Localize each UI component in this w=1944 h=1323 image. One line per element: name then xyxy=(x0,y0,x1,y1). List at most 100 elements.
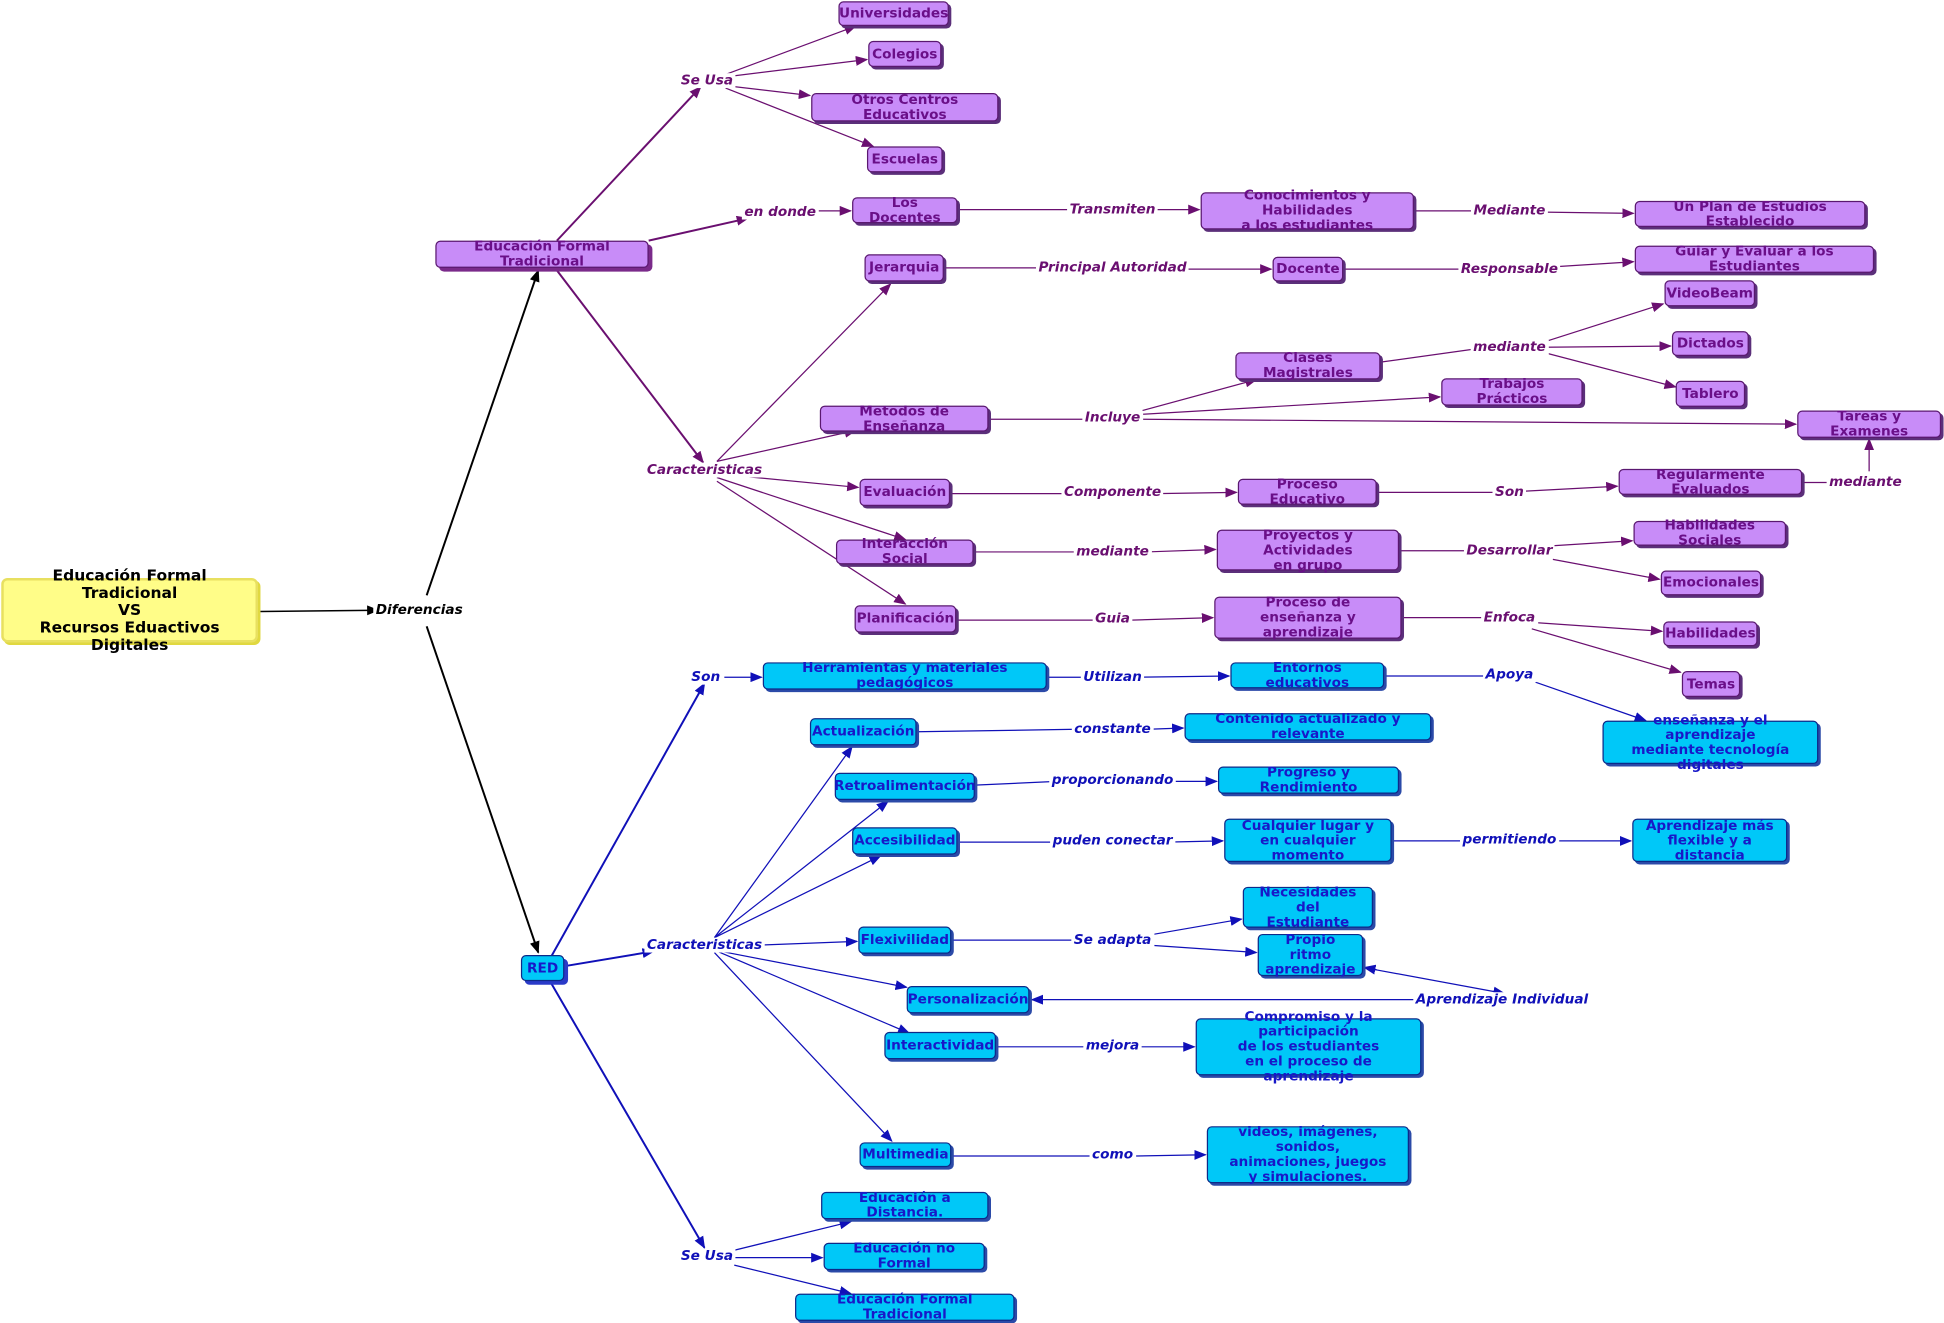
link-diferencias[interactable]: Diferencias xyxy=(373,602,466,618)
link-son-red[interactable]: Son xyxy=(688,669,723,685)
node-accesibilidad[interactable]: Accesibilidad xyxy=(852,827,958,855)
node-plan-estudios[interactable]: Un Plan de Estudios Establecido xyxy=(1634,198,1866,228)
node-flexibilidad[interactable]: Flexivilidad xyxy=(858,926,952,954)
link-desarrollar[interactable]: Desarrollar xyxy=(1463,543,1555,559)
node-multimedia[interactable]: Multimedia xyxy=(859,1142,952,1168)
link-incluye[interactable]: Incluye xyxy=(1082,410,1143,426)
node-entornos[interactable]: Entornos educativos xyxy=(1230,660,1385,690)
link-constante[interactable]: constante xyxy=(1071,721,1154,737)
node-clases-magistrales[interactable]: Clases Magistrales xyxy=(1235,350,1381,380)
node-habilidades-sociales[interactable]: Habilidades Sociales xyxy=(1633,518,1787,548)
link-mediante-proyectos[interactable]: mediante xyxy=(1073,544,1152,560)
connector-line xyxy=(1136,1149,1207,1160)
connector-line xyxy=(556,269,705,464)
node-evaluacion[interactable]: Evaluación xyxy=(859,478,951,507)
node-proceso-ensenanza[interactable]: Proceso de enseñanza y aprendizaje xyxy=(1214,595,1402,639)
node-docente[interactable]: Docente xyxy=(1272,256,1344,282)
link-transmiten[interactable]: Transmiten xyxy=(1067,202,1159,218)
connector-line xyxy=(716,427,858,462)
link-permitiendo[interactable]: permitiendo xyxy=(1459,832,1559,848)
link-se-usa-red[interactable]: Se Usa xyxy=(678,1248,736,1264)
link-mediante-plan[interactable]: Mediante xyxy=(1470,203,1548,219)
link-guia[interactable]: Guia xyxy=(1092,611,1133,627)
link-componente[interactable]: Componente xyxy=(1061,484,1164,500)
link-apoya[interactable]: Apoya xyxy=(1483,667,1536,683)
node-tareas-examenes[interactable]: Tareas y Examenes xyxy=(1797,409,1942,438)
node-necesidades[interactable]: Necesidades del Estudiante xyxy=(1242,884,1374,929)
connector-line xyxy=(1362,966,1506,997)
node-videobeam[interactable]: VideoBeam xyxy=(1664,280,1756,307)
node-colegios[interactable]: Colegios xyxy=(868,40,942,67)
connector-line xyxy=(549,981,706,1249)
node-ensenanza-digital[interactable]: enseñanza y el aprendizaje mediante tecn… xyxy=(1602,712,1819,771)
node-red[interactable]: RED xyxy=(520,955,565,982)
node-habilidades[interactable]: Habilidades xyxy=(1663,621,1758,647)
node-planificacion[interactable]: Planificación xyxy=(854,605,957,633)
node-herramientas[interactable]: Herramientas y materiales pedagógicos xyxy=(762,660,1047,690)
connector-arrowhead xyxy=(1363,964,1377,975)
connector-line xyxy=(425,626,540,954)
node-educacion-formal-tradicional[interactable]: Educación Formal Tradicional xyxy=(435,239,649,269)
link-como[interactable]: como xyxy=(1089,1147,1136,1163)
node-universidades[interactable]: Universidades xyxy=(838,1,949,27)
node-guiar-evaluar[interactable]: Guiar y Evaluar a los Estudiantes xyxy=(1634,244,1875,273)
node-compromiso[interactable]: Compromiso y la participación de los est… xyxy=(1195,1009,1422,1083)
connector-line xyxy=(714,800,890,939)
link-principal-autoridad[interactable]: Principal Autoridad xyxy=(1035,260,1190,276)
node-emocionales[interactable]: Emocionales xyxy=(1660,570,1762,596)
link-mejora[interactable]: mejora xyxy=(1083,1038,1142,1054)
link-en-donde[interactable]: en donde xyxy=(741,204,819,220)
link-enfoca[interactable]: Enfoca xyxy=(1481,610,1538,626)
node-cualquier-lugar[interactable]: Cualquier lugar y en cualquier momento xyxy=(1224,817,1392,863)
root-node[interactable]: Educación Formal Tradicional VS Recursos… xyxy=(1,566,258,653)
node-temas[interactable]: Temas xyxy=(1681,671,1741,698)
node-retroalimentacion[interactable]: Retroalimentación xyxy=(834,772,976,800)
node-propio-ritmo[interactable]: Propio ritmo aprendizaje xyxy=(1257,932,1364,977)
node-metodos[interactable]: Metodos de Enseñanza xyxy=(819,403,989,433)
node-actualizacion[interactable]: Actualización xyxy=(809,718,917,746)
connector-line xyxy=(1148,723,1185,734)
node-tablero[interactable]: Tablero xyxy=(1675,380,1746,407)
link-puden-conectar[interactable]: puden conectar xyxy=(1050,833,1176,849)
node-aprendizaje-flexible[interactable]: Aprendizaje más flexible y a distancia xyxy=(1632,817,1788,863)
link-mediante-tareas[interactable]: mediante xyxy=(1826,474,1905,490)
link-utilizan[interactable]: Utilizan xyxy=(1080,669,1145,685)
node-educacion-no-formal[interactable]: Educación no Formal xyxy=(823,1241,985,1271)
node-personalizacion[interactable]: Personalización xyxy=(906,986,1030,1014)
link-se-adapta[interactable]: Se adapta xyxy=(1071,932,1154,948)
node-contenido[interactable]: Contenido actualizado y relevante xyxy=(1184,711,1432,741)
connector-line xyxy=(1552,536,1634,547)
node-conocimientos[interactable]: Conocimientos y Habilidades a los estudi… xyxy=(1200,188,1414,233)
node-jerarquia[interactable]: Jerarquia xyxy=(864,254,944,282)
node-dictados[interactable]: Dictados xyxy=(1671,331,1749,356)
link-responsable[interactable]: Responsable xyxy=(1458,261,1561,277)
node-trabajos-practicos[interactable]: Trabajos Prácticos xyxy=(1441,376,1583,406)
node-progreso[interactable]: Progreso y Rendimiento xyxy=(1217,765,1400,794)
node-regularmente[interactable]: Regularmente Evaluados xyxy=(1618,466,1803,496)
link-son-eval[interactable]: Son xyxy=(1492,484,1527,500)
node-proceso-educativo[interactable]: Proceso Educativo xyxy=(1237,476,1377,506)
node-proyectos[interactable]: Proyectos y Actividades en grupo xyxy=(1216,527,1400,572)
connector-line xyxy=(1556,257,1635,268)
connector-line xyxy=(725,25,857,75)
node-otros-centros[interactable]: Otros Centros Educativos xyxy=(811,92,999,122)
link-mediante-clases[interactable]: mediante xyxy=(1470,339,1549,355)
node-interaccion[interactable]: Interacción Social xyxy=(835,536,974,566)
node-educacion-formal-tradicional-red[interactable]: Educación Formal Tradicional xyxy=(795,1292,1015,1322)
link-aprendizaje-individual[interactable]: Aprendizaje Individual xyxy=(1413,992,1591,1008)
node-videos[interactable]: videos, imágenes, sonidos, animaciones, … xyxy=(1206,1124,1409,1184)
connector-line xyxy=(648,215,750,242)
link-caracteristicas-red[interactable]: Caracteristicas xyxy=(644,937,765,953)
link-se-usa-top[interactable]: Se Usa xyxy=(678,73,736,89)
connector-line xyxy=(1148,944,1258,957)
node-los-docentes[interactable]: Los Docentes xyxy=(852,195,958,224)
connector-line xyxy=(725,87,875,147)
node-educacion-distancia[interactable]: Educación a Distancia. xyxy=(821,1190,989,1220)
link-caracteristicas-top[interactable]: Caracteristicas xyxy=(644,462,765,478)
link-proporcionando[interactable]: proporcionando xyxy=(1049,772,1176,788)
node-interactividad[interactable]: Interactividad xyxy=(884,1031,996,1060)
connector-line xyxy=(713,745,853,939)
node-escuelas[interactable]: Escuelas xyxy=(866,146,943,173)
